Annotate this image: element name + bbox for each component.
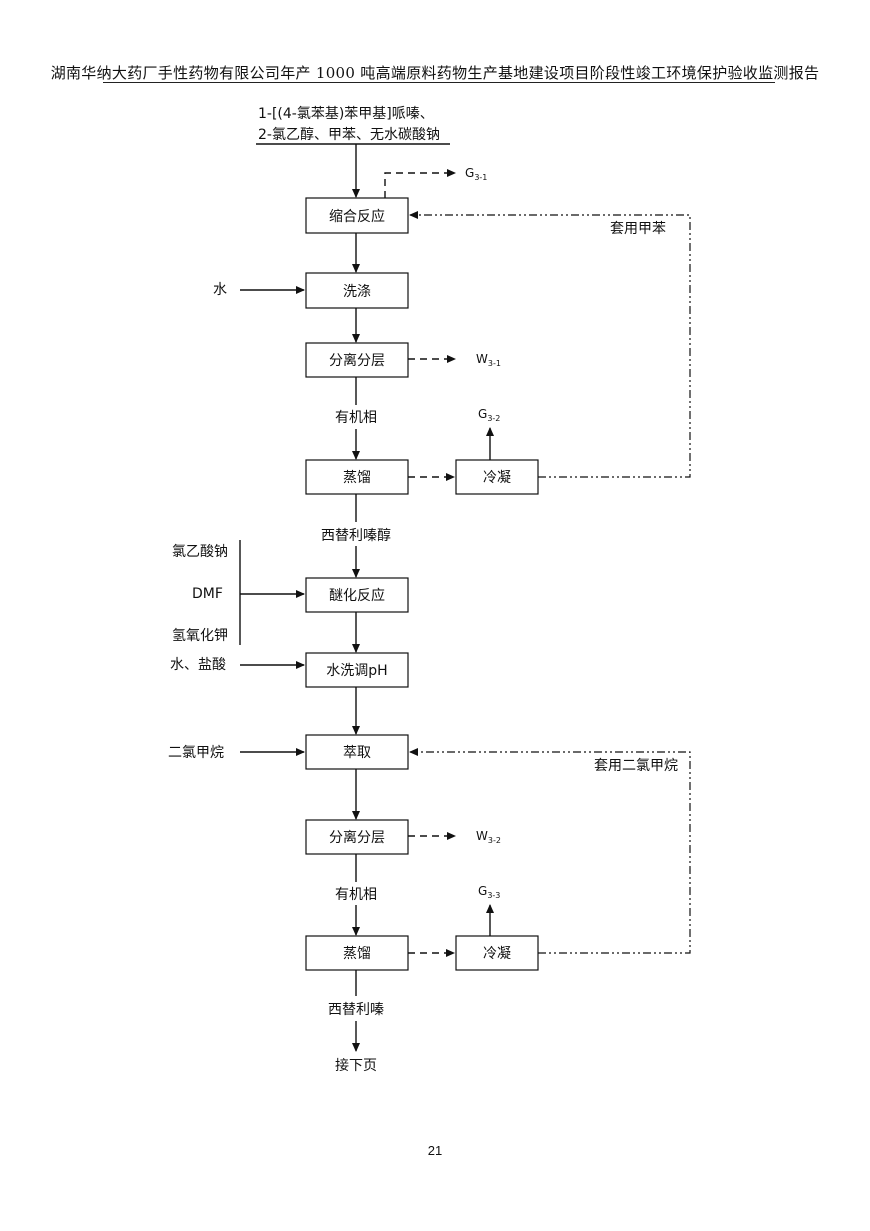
page-number: 21 bbox=[427, 1143, 443, 1158]
label-recycle-toluene: 套用甲苯 bbox=[610, 220, 666, 237]
input-water-hcl: 水、盐酸 bbox=[170, 657, 226, 673]
label-distill1: 蒸馏 bbox=[343, 470, 371, 486]
box-separation2 bbox=[305, 819, 409, 855]
box-extraction bbox=[305, 734, 409, 770]
recycle-toluene-line bbox=[409, 211, 691, 478]
emission-g33: G3-3 bbox=[478, 884, 500, 900]
label-wash-ph: 水洗调pH bbox=[326, 663, 387, 679]
label-condense1: 冷凝 bbox=[483, 470, 511, 486]
label-extraction: 萃取 bbox=[343, 745, 371, 761]
report-header: 湖南华纳大药厂手性药物有限公司年产 1000 吨高端原料药物生产基地建设项目阶段… bbox=[50, 64, 820, 82]
label-separation1: 分离分层 bbox=[329, 352, 385, 369]
input-sodium-chloroacetate: 氯乙酸钠 bbox=[172, 544, 228, 560]
box-condense1 bbox=[455, 459, 539, 495]
raw-material-line-2: 2-氯乙醇、甲苯、无水碳酸钠 bbox=[258, 126, 440, 143]
input-water: 水 bbox=[213, 282, 227, 298]
input-dmf: DMF bbox=[192, 586, 223, 602]
label-hydroxyzine-alcohol: 西替利嗪醇 bbox=[321, 527, 391, 544]
box-washing bbox=[305, 272, 409, 309]
label-organic1: 有机相 bbox=[335, 410, 377, 426]
box-etherification bbox=[305, 577, 409, 613]
label-condensation: 缩合反应 bbox=[329, 208, 385, 225]
input-koh: 氢氧化钾 bbox=[172, 628, 228, 644]
arrow-g31 bbox=[384, 169, 456, 198]
header-divider bbox=[103, 82, 775, 83]
box-wash-ph bbox=[305, 652, 409, 688]
box-separation1 bbox=[305, 342, 409, 378]
raw-material-line-1: 1-[(4-氯苯基)苯甲基]哌嗪、 bbox=[258, 105, 434, 122]
emission-g32: G3-2 bbox=[478, 407, 500, 423]
label-cetirizine: 西替利嗪 bbox=[328, 1002, 384, 1018]
label-organic2: 有机相 bbox=[335, 887, 377, 903]
label-etherification: 醚化反应 bbox=[329, 587, 385, 604]
box-distill2 bbox=[305, 935, 409, 971]
label-recycle-dcm: 套用二氯甲烷 bbox=[594, 758, 678, 774]
emission-g31: G3-1 bbox=[465, 166, 487, 182]
box-distill1 bbox=[305, 459, 409, 495]
emission-w31: W3-1 bbox=[476, 352, 501, 368]
label-distill2: 蒸馏 bbox=[343, 946, 371, 962]
label-washing: 洗涤 bbox=[343, 284, 371, 300]
emission-w32: W3-2 bbox=[476, 829, 501, 845]
box-condense2 bbox=[455, 935, 539, 971]
label-condense2: 冷凝 bbox=[483, 946, 511, 962]
recycle-dcm-line bbox=[409, 748, 691, 954]
label-next-page: 接下页 bbox=[335, 1057, 377, 1074]
label-separation2: 分离分层 bbox=[329, 829, 385, 846]
box-condensation bbox=[305, 197, 409, 234]
input-dcm: 二氯甲烷 bbox=[168, 745, 224, 761]
